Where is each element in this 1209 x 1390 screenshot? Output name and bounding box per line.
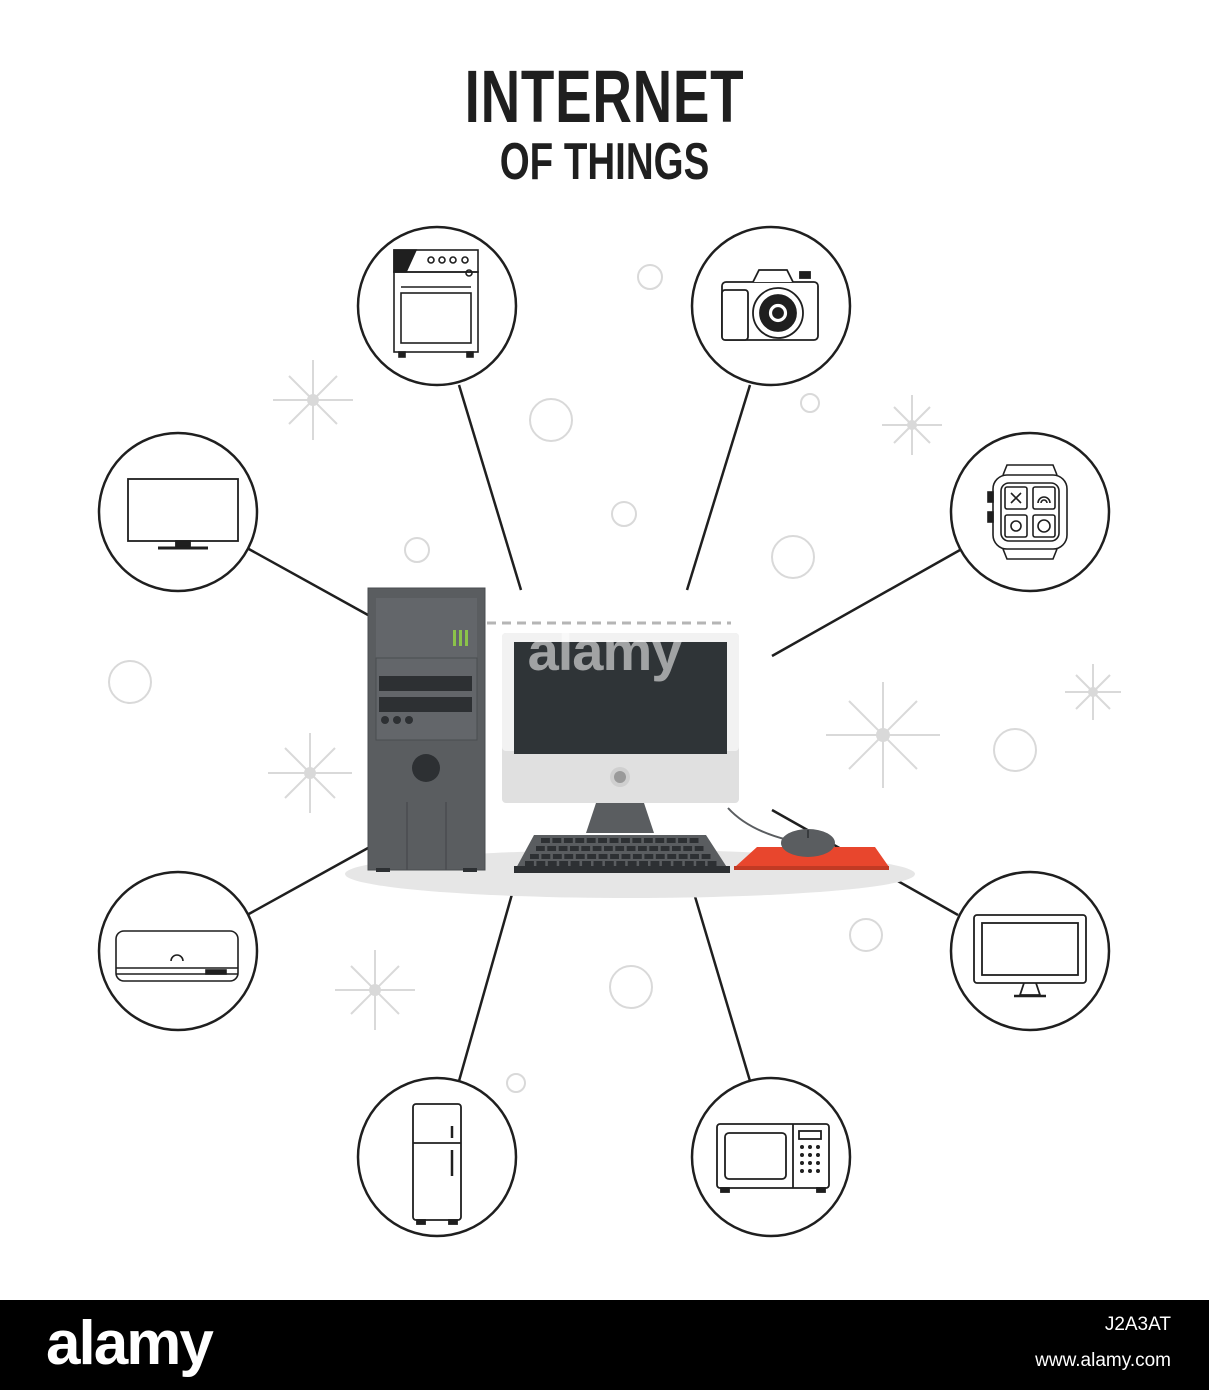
camera-icon [721, 269, 819, 341]
fridge-icon [412, 1103, 462, 1225]
connector-tv [246, 546, 369, 617]
connector-air-conditioner [246, 846, 369, 917]
iot-diagram [97, 225, 1121, 1238]
footer-logo: alamy [46, 1309, 214, 1378]
connector-stove [457, 384, 523, 591]
connector-microwave [686, 872, 752, 1082]
microwave-icon [716, 1123, 830, 1193]
title-line-1: INTERNET [464, 55, 745, 138]
connection-lines [246, 384, 961, 1082]
connector-camera [685, 384, 752, 591]
decorative-sparkles [268, 360, 1121, 1030]
stove-icon [393, 249, 479, 358]
desktop-computer-icon [345, 587, 915, 898]
title-line-2: OF THINGS [499, 133, 710, 191]
computer-tower [367, 587, 486, 872]
footer-bar: alamy J2A3AT www.alamy.com [0, 1300, 1209, 1390]
footer-url: www.alamy.com [1035, 1350, 1171, 1371]
tv-icon [127, 478, 239, 550]
monitor-icon [973, 914, 1087, 998]
mouse-and-pad [727, 807, 889, 870]
desktop-monitor [502, 633, 739, 833]
connector-fridge [457, 872, 520, 1082]
smartwatch-icon [987, 464, 1068, 560]
air-conditioner-icon [115, 930, 239, 982]
connector-smartwatch [771, 548, 961, 658]
watermark: alamy [527, 619, 683, 682]
decorative-circles [108, 264, 1037, 1093]
keyboard [514, 835, 730, 873]
footer-image-id: J2A3AT [1104, 1314, 1171, 1335]
